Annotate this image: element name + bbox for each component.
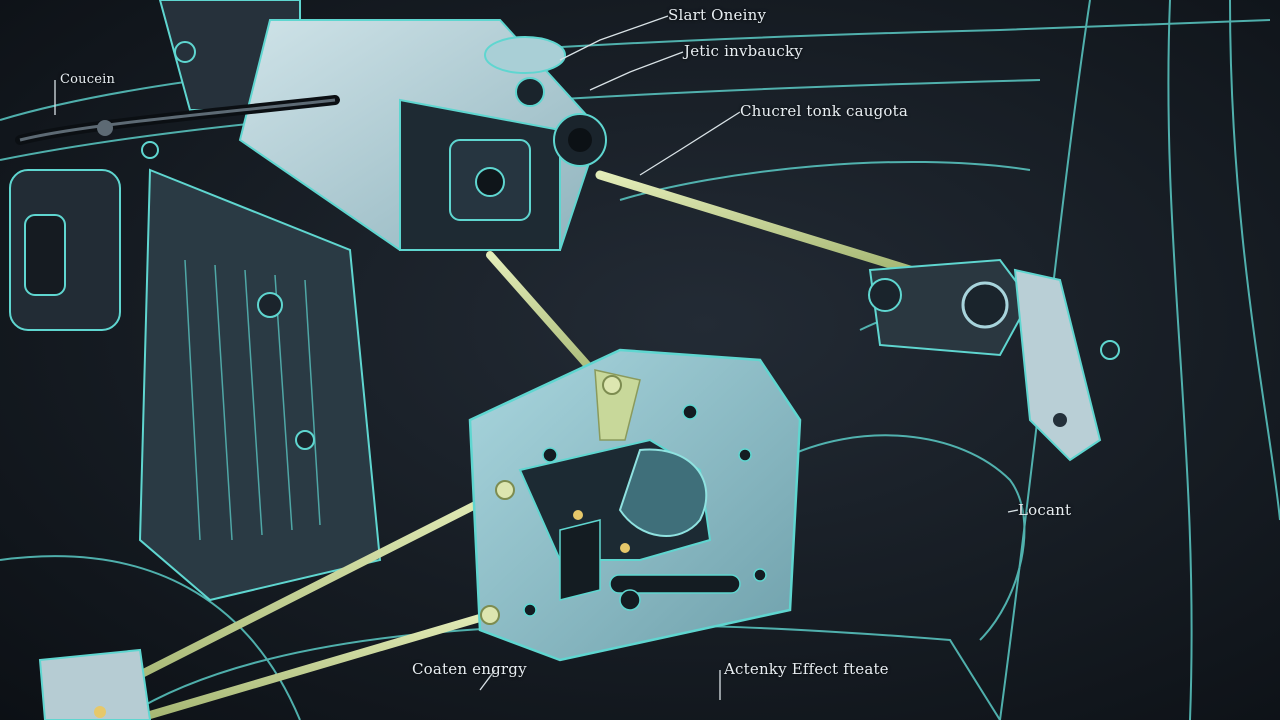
label-start-order: Slart Oneiny (668, 6, 767, 24)
label-deti-mechanism: Jetic invbaucky (684, 42, 803, 60)
actuator-housing (238, 19, 607, 251)
label-locant: Locant (1018, 501, 1072, 519)
outside-handle-link (868, 258, 1120, 462)
label-coucein: Coucein (60, 72, 116, 87)
release-cable (15, 95, 340, 145)
left-bracket-panel (138, 168, 382, 602)
label-chucrel-lock: Chucrel tonk caugota (740, 102, 908, 120)
latch-mechanism (468, 348, 802, 662)
bottom-left-bracket (38, 648, 152, 720)
label-coaten-energy: Coaten engrgy (412, 660, 527, 678)
leader-lines (54, 15, 1019, 700)
connecting-rods (106, 170, 915, 719)
label-actuator-effect: Actenky Effect fteate (724, 660, 889, 678)
